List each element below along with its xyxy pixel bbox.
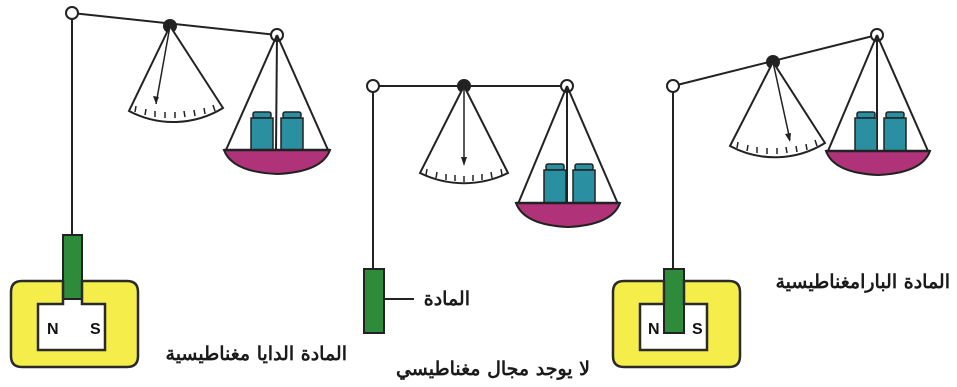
south-pole-label: S <box>90 321 101 338</box>
north-pole-label: N <box>47 321 59 338</box>
sample <box>663 268 685 334</box>
pointer-arrow <box>461 157 467 166</box>
pointer <box>772 61 791 141</box>
scale-ticks <box>736 139 818 154</box>
scale-ticks <box>134 104 216 118</box>
label-no-field: لا يوجد مجال مغناطيسي <box>396 358 590 381</box>
beam-end-left <box>65 6 79 20</box>
label-material: المادة <box>424 288 470 310</box>
beam-end-left <box>366 79 380 93</box>
balance-diamagnetic: N S المادة الدايا مغناطيسية <box>9 6 347 369</box>
scale-sector <box>127 23 225 123</box>
north-pole-label: N <box>648 321 660 338</box>
pointer-arrow <box>785 133 791 142</box>
balance-no-field: المادة لا يوجد مجال مغناطيسي <box>363 79 622 381</box>
weights <box>543 163 596 204</box>
magnet <box>611 279 742 369</box>
south-pole-label: S <box>692 321 703 338</box>
sample <box>363 268 385 334</box>
label-paramagnetic: المادة البارامغناطيسية <box>775 271 950 293</box>
pointer <box>155 25 171 105</box>
pan <box>222 149 332 176</box>
pan <box>824 150 932 177</box>
magnet <box>9 279 140 369</box>
pointer-arrow <box>153 96 159 104</box>
scale-sector <box>728 59 827 159</box>
sample <box>62 234 83 300</box>
weights <box>854 111 907 152</box>
beam-end-left <box>666 79 680 93</box>
balance-paramagnetic: N S المادة البارامغناطيسية <box>611 28 950 369</box>
scale-ticks <box>425 168 503 182</box>
pan <box>514 202 622 229</box>
label-diamagnetic: المادة الدايا مغناطيسية <box>166 343 347 365</box>
